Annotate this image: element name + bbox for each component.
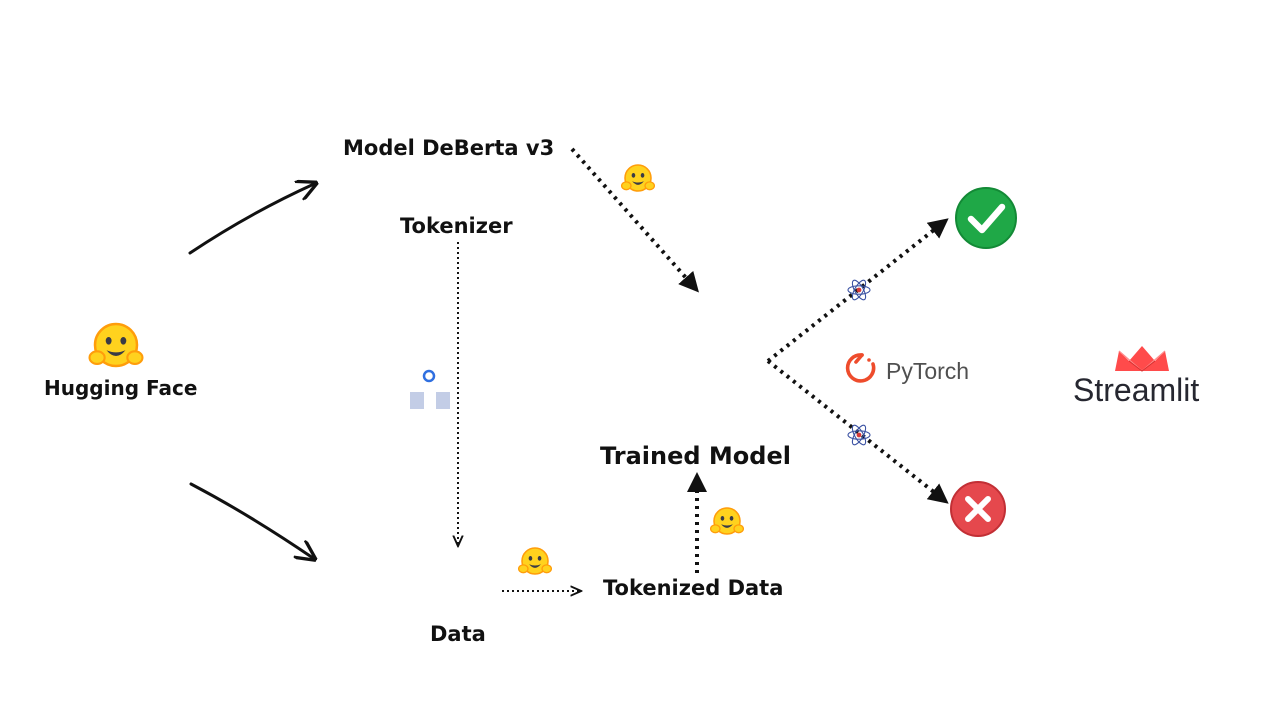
arrow-hf-to-data <box>189 482 313 558</box>
data-label: Data <box>430 622 486 646</box>
hugging-face-emoji-icon <box>620 164 656 192</box>
tokenizer-label: Tokenizer <box>400 214 513 238</box>
streamlit-logo-icon <box>1115 346 1169 372</box>
connection-node-icon <box>410 369 450 409</box>
hugging-face-label: Hugging Face <box>44 376 198 400</box>
pytorch-logo-icon <box>845 353 876 383</box>
failure-cross-icon <box>950 481 1006 537</box>
hugging-face-emoji-icon <box>709 507 745 535</box>
tokenized-data-label: Tokenized Data <box>603 576 784 600</box>
model-label: Model DeBerta v3 <box>343 136 555 160</box>
arrow-hf-to-model <box>188 184 314 255</box>
trained-model-label: Trained Model <box>600 442 791 470</box>
atom-icon <box>847 277 871 303</box>
hugging-face-emoji-icon <box>88 322 144 368</box>
arrow-branch-to-success <box>766 218 949 363</box>
hugging-face-emoji-icon <box>517 547 553 575</box>
pytorch-logo-text: PyTorch <box>886 358 970 384</box>
streamlit-logo-text: Streamlit <box>1073 372 1200 408</box>
arrow-model-to-trainer <box>570 147 699 293</box>
success-check-icon <box>955 187 1017 249</box>
